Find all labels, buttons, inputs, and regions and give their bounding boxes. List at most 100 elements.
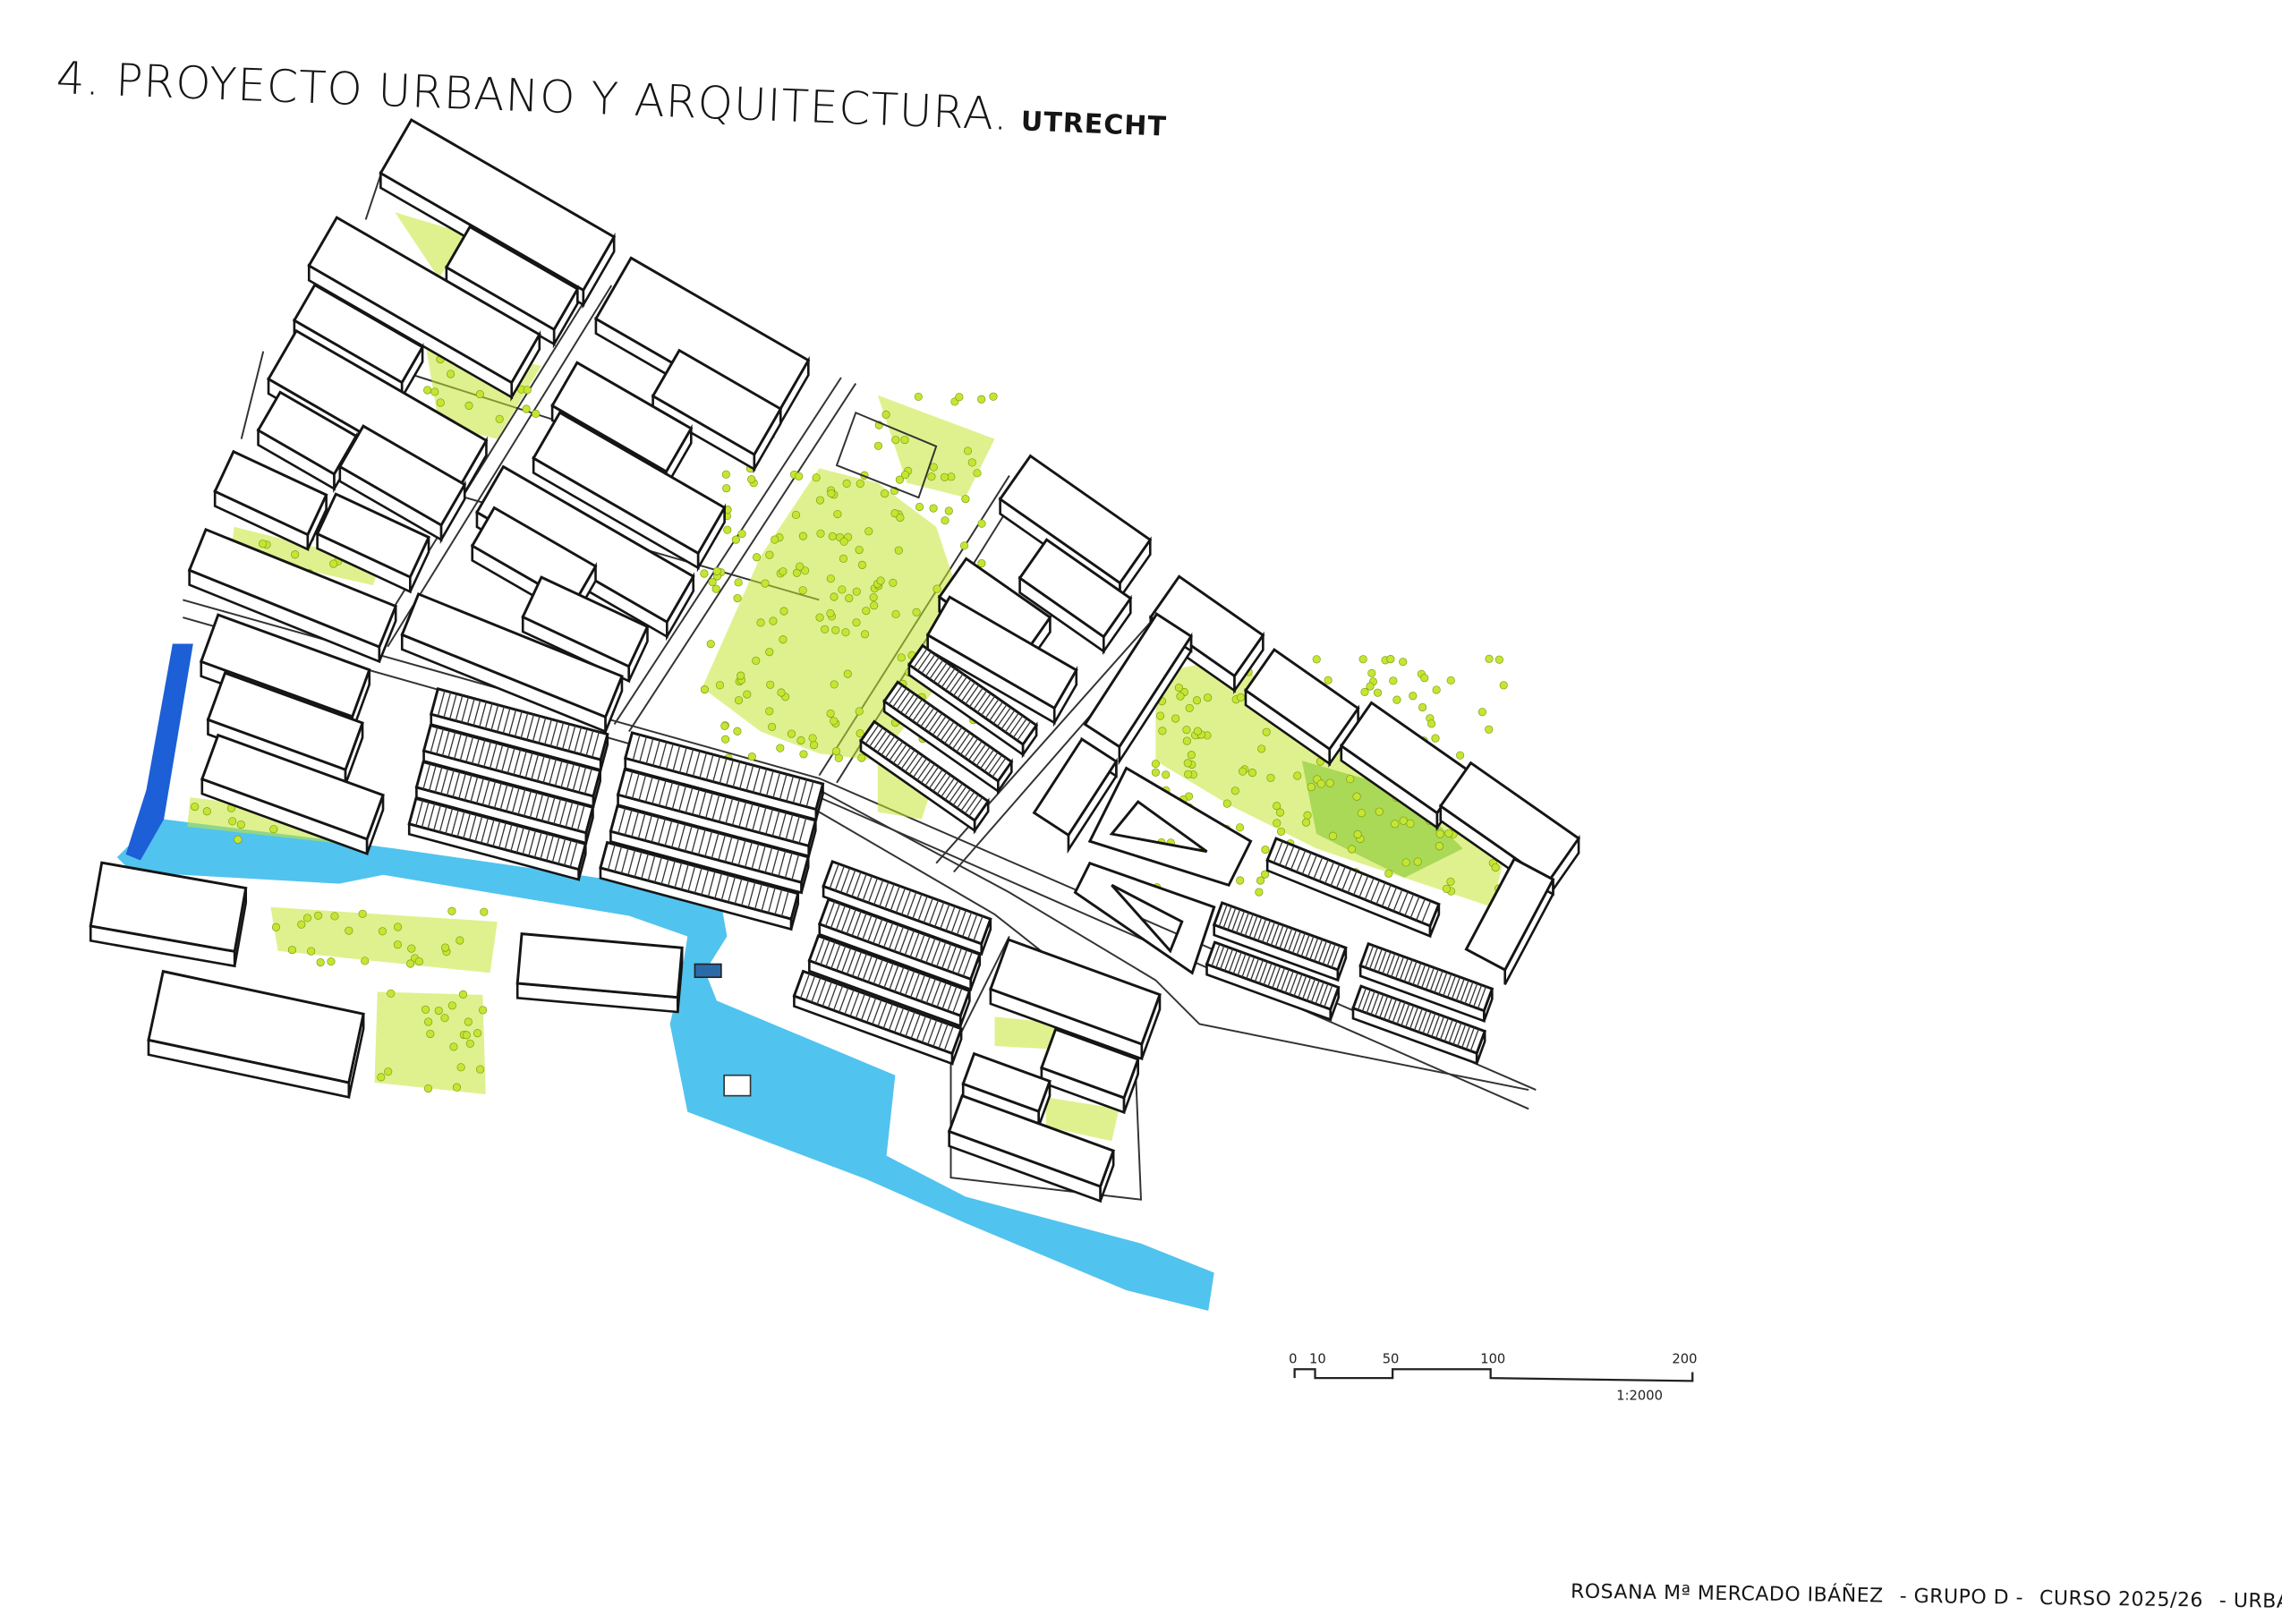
- roof-hatch: [967, 914, 978, 940]
- tree: [313, 911, 323, 920]
- roof-hatch: [1223, 948, 1234, 972]
- roof-hatch: [934, 901, 945, 928]
- roof-hatch: [759, 769, 768, 795]
- roof-hatch: [1425, 967, 1435, 991]
- roof-hatch: [1396, 1001, 1406, 1025]
- tree: [1302, 818, 1311, 827]
- tree: [864, 527, 873, 536]
- tree: [1491, 863, 1500, 872]
- building-roof: [256, 390, 359, 476]
- roof-hatch: [1309, 937, 1319, 960]
- tree: [423, 1084, 433, 1093]
- roof-hatch: [571, 803, 580, 829]
- roof-hatch: [583, 768, 592, 795]
- tree: [1185, 703, 1194, 712]
- roof-hatch: [1347, 871, 1358, 893]
- row-house-block: [807, 934, 972, 1028]
- tree: [801, 566, 810, 575]
- roof-hatch: [1222, 906, 1232, 929]
- tree: [752, 553, 762, 562]
- roof-hatch: [1409, 896, 1420, 919]
- roof-hatch: [767, 887, 776, 914]
- roof-hatch: [434, 766, 443, 793]
- roof-hatch: [856, 953, 868, 979]
- roof-hatch: [474, 816, 483, 842]
- road-line: [387, 285, 613, 648]
- roof-hatch: [1313, 856, 1324, 880]
- roof-hatch: [752, 804, 761, 831]
- roof-hatch: [440, 768, 449, 795]
- roof-hatch: [511, 787, 520, 813]
- building-roof: [213, 449, 328, 537]
- roof-hatch: [665, 781, 674, 808]
- tree: [834, 753, 843, 762]
- roof-hatch: [1298, 975, 1307, 999]
- tree: [826, 608, 835, 618]
- tree: [777, 688, 786, 697]
- tree: [734, 578, 743, 587]
- roof-hatch: [912, 701, 927, 722]
- roof-hatch: [961, 912, 973, 938]
- roof-hatch: [883, 963, 894, 989]
- roof-hatch: [528, 830, 537, 856]
- roof-hatch: [540, 833, 549, 860]
- tree: [1162, 770, 1171, 779]
- roof-hatch: [973, 915, 983, 941]
- roof-hatch: [518, 751, 527, 777]
- tree: [302, 914, 312, 923]
- tree: [1353, 829, 1362, 839]
- roof-hatch: [1429, 968, 1439, 991]
- roof-hatch: [820, 940, 830, 965]
- tree: [287, 946, 297, 955]
- roof-hatch: [824, 901, 836, 927]
- roof-hatch: [1296, 932, 1306, 956]
- building-block: [532, 411, 727, 573]
- roof-hatch: [704, 792, 713, 819]
- roof-hatch: [932, 662, 948, 683]
- row-house-block: [1205, 940, 1341, 1022]
- roof-hatch: [470, 776, 479, 803]
- building-block: [1018, 538, 1133, 656]
- roof-hatch: [936, 718, 951, 739]
- water-edge-dark: [125, 643, 193, 861]
- roof-hatch: [639, 736, 647, 762]
- building-roof: [89, 861, 248, 954]
- tree: [779, 567, 788, 576]
- roof-hatch: [895, 888, 907, 914]
- roof-hatch: [436, 728, 445, 755]
- tree: [852, 618, 861, 627]
- tree: [479, 1006, 488, 1015]
- tree: [1316, 779, 1325, 788]
- tree: [1273, 802, 1281, 811]
- tree: [1401, 858, 1410, 867]
- roof-hatch: [751, 843, 760, 870]
- roof-hatch: [624, 809, 633, 836]
- roof-hatch: [553, 798, 562, 825]
- roof-hatch: [698, 790, 707, 817]
- building-roof: [1464, 856, 1555, 972]
- tree: [896, 513, 905, 523]
- tree: [424, 1017, 433, 1026]
- roof-hatch: [855, 993, 865, 1019]
- tree: [941, 516, 949, 525]
- roof-hatch: [778, 850, 787, 877]
- roof-hatch: [565, 802, 574, 828]
- tree: [779, 607, 788, 616]
- roof-hatch: [779, 774, 788, 800]
- tree: [810, 741, 819, 750]
- tree: [733, 594, 742, 603]
- tree: [843, 669, 852, 678]
- roof-hatch: [446, 769, 455, 796]
- tree: [756, 618, 765, 627]
- building-roof: [521, 575, 650, 668]
- building-block: [947, 1093, 1116, 1203]
- roof-hatch: [882, 923, 894, 948]
- building-roof: [429, 687, 609, 761]
- roof-hatch: [957, 678, 972, 700]
- building-roof: [200, 733, 385, 841]
- roof-hatch: [941, 943, 952, 969]
- scale-tick-10: 10: [1309, 1352, 1326, 1367]
- roof-hatch: [607, 844, 616, 871]
- roof-hatch: [1357, 987, 1367, 1010]
- roof-hatch: [1415, 898, 1426, 921]
